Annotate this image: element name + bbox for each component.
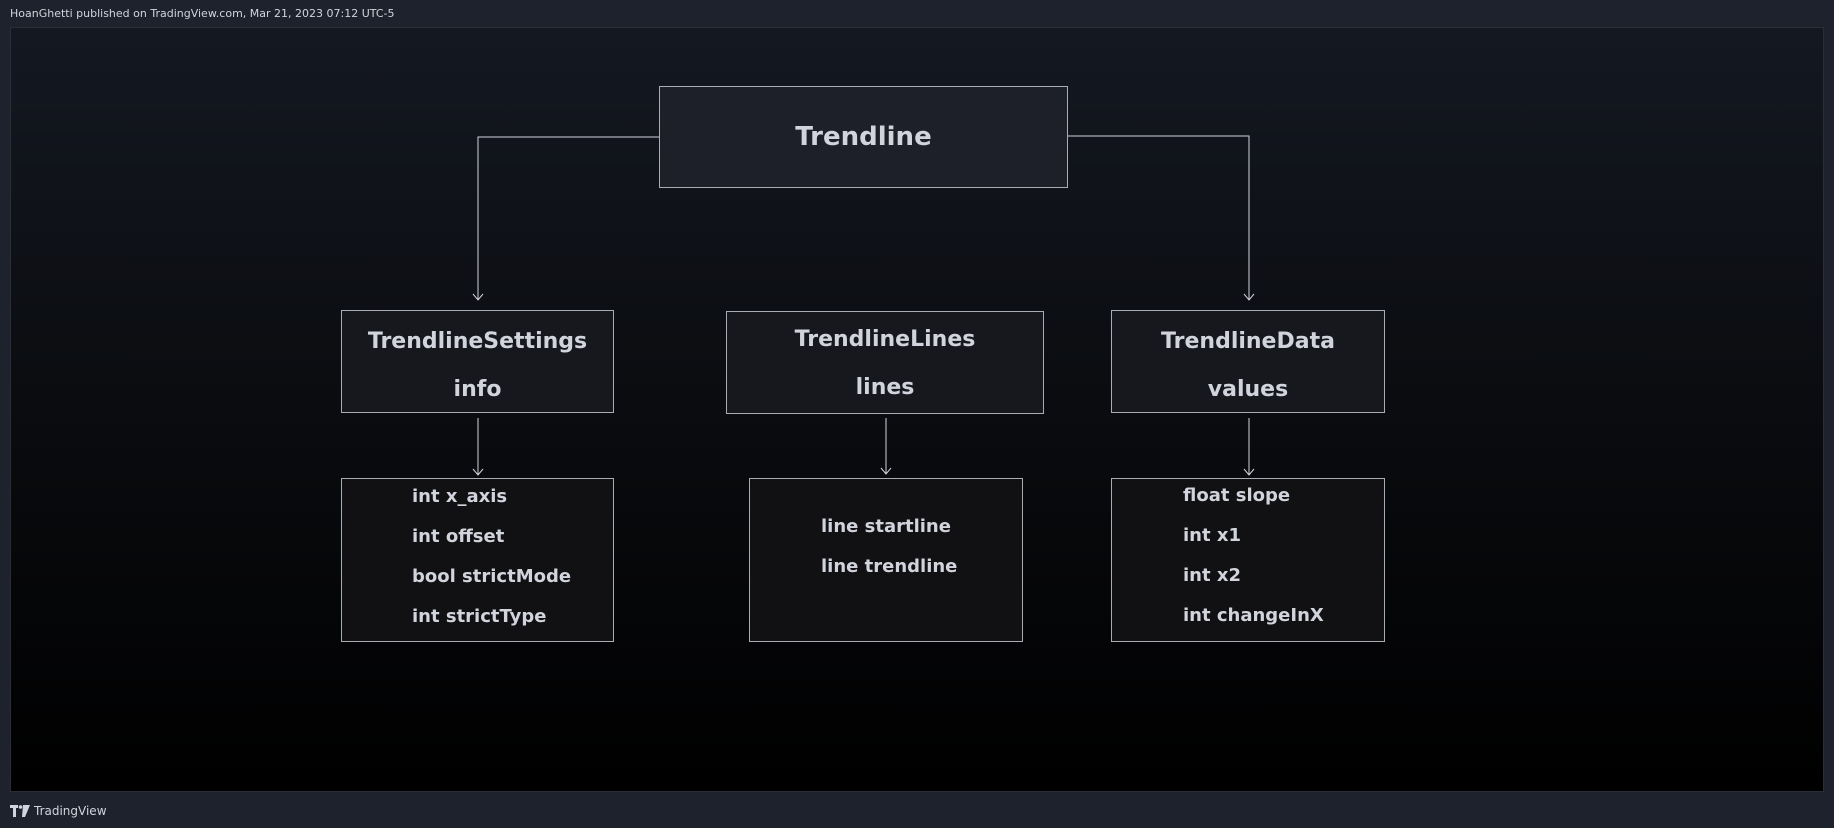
trendline-root-box: Trendline	[659, 86, 1068, 188]
data-subtitle: values	[1207, 377, 1289, 402]
diagram-canvas: Trendline TrendlineSettings info Trendli…	[10, 27, 1824, 792]
field-item: float slope	[1183, 485, 1291, 506]
connector-root-to-data	[1067, 135, 1250, 300]
publish-info: HoanGhetti published on TradingView.com,…	[10, 7, 395, 20]
tradingview-logo-icon	[10, 805, 30, 817]
field-item: bool strictMode	[412, 566, 572, 587]
field-item: int offset	[412, 526, 505, 547]
footer-brand[interactable]: TradingView	[10, 800, 107, 822]
lines-subtitle: lines	[855, 375, 915, 400]
lines-fields-box: line startline line trendline	[749, 478, 1023, 642]
field-item: int x_axis	[412, 486, 508, 507]
settings-subtitle: info	[453, 377, 502, 402]
settings-fields-box: int x_axis int offset bool strictMode in…	[341, 478, 614, 642]
data-fields-box: float slope int x1 int x2 int changeInX	[1111, 478, 1385, 642]
field-item: line trendline	[821, 556, 958, 577]
arrowhead	[472, 468, 484, 476]
field-item: int strictType	[412, 606, 547, 627]
arrowhead	[472, 293, 484, 301]
connectors	[472, 135, 1255, 476]
root-label: Trendline	[795, 122, 932, 152]
settings-title: TrendlineSettings	[367, 329, 588, 354]
arrowhead	[1243, 468, 1255, 476]
trendline-settings-box: TrendlineSettings info	[341, 310, 614, 413]
trendline-lines-box: TrendlineLines lines	[726, 311, 1044, 414]
arrowhead	[880, 467, 892, 475]
field-item: int x2	[1183, 565, 1241, 586]
connector-root-to-settings	[477, 136, 659, 300]
lines-title: TrendlineLines	[794, 327, 976, 352]
field-item: line startline	[821, 516, 951, 537]
brand-label: TradingView	[34, 804, 107, 818]
arrowhead	[1243, 293, 1255, 301]
field-item: int changeInX	[1183, 605, 1324, 626]
data-title: TrendlineData	[1161, 329, 1335, 354]
trendline-data-box: TrendlineData values	[1111, 310, 1385, 413]
field-item: int x1	[1183, 525, 1241, 546]
